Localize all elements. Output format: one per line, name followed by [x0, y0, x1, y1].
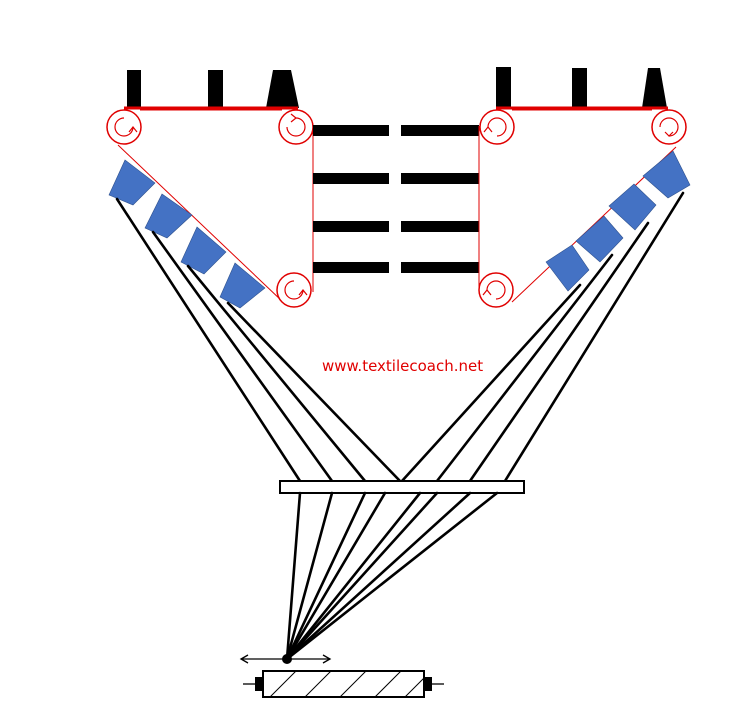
right-top-cone-peg [642, 68, 667, 108]
center-bars [313, 125, 479, 273]
yarn-lower-8 [285, 491, 499, 661]
warp-beam-left-flange [255, 677, 263, 691]
bar-left-4 [313, 262, 389, 273]
bar-left-1 [313, 125, 389, 136]
yarn-lower-7 [285, 491, 472, 661]
left-top-cone-peg [266, 70, 299, 108]
right-top-peg-1 [496, 67, 511, 108]
watermark-text: www.textilecoach.net [322, 357, 483, 375]
yarn-lower-5 [285, 491, 422, 661]
right-top-peg-2 [572, 68, 587, 108]
warp-beam-right-flange [424, 677, 432, 691]
yarn-left-2 [151, 230, 334, 483]
yarn-right-1 [400, 283, 582, 483]
right-roller-top-left [479, 109, 515, 145]
left-roller-bottom [276, 272, 312, 308]
bar-left-3 [313, 221, 389, 232]
left-top-peg-2 [208, 70, 223, 108]
yarn-lower-3 [285, 491, 367, 661]
yarn-lower-2 [285, 491, 334, 661]
bar-left-2 [313, 173, 389, 184]
yarn-right-4 [503, 191, 685, 483]
right-bobbin-3 [608, 183, 657, 231]
right-roller-top-right [651, 109, 687, 145]
left-bobbin-1 [108, 159, 156, 206]
yarn-right-2 [435, 253, 614, 483]
yarn-lower-4 [285, 491, 387, 661]
left-bobbin-2 [144, 193, 193, 239]
right-bobbin-2 [575, 215, 624, 263]
yarn-left-3 [186, 264, 367, 483]
left-top-peg-1 [127, 70, 141, 108]
bar-right-4 [401, 262, 479, 273]
yarn-left-4 [226, 301, 402, 483]
yarn-lower-1 [285, 491, 302, 661]
right-creel [478, 67, 691, 308]
yarns-upper [115, 191, 685, 483]
warp-beam [243, 670, 444, 698]
left-roller-top-left [106, 109, 142, 145]
left-roller-top-right [278, 109, 314, 145]
left-creel [106, 70, 314, 309]
yarn-lower-6 [285, 491, 439, 661]
left-bobbin-3 [180, 226, 227, 275]
warp-beam-hatching [269, 670, 425, 698]
right-bobbin-4 [642, 150, 691, 199]
yarn-left-1 [115, 197, 302, 483]
yarn-right-3 [468, 221, 650, 483]
double-arrow-icon [239, 654, 332, 664]
right-roller-bottom [478, 272, 514, 308]
yarns-lower [285, 491, 499, 661]
left-bobbin-4 [219, 262, 266, 309]
bar-right-3 [401, 221, 479, 232]
guide-bar [279, 480, 525, 494]
left-frame-diagonal [117, 144, 284, 303]
warp-beam-body [262, 670, 425, 698]
bar-right-1 [401, 125, 479, 136]
right-bobbin-1 [545, 244, 590, 292]
bar-right-2 [401, 173, 479, 184]
